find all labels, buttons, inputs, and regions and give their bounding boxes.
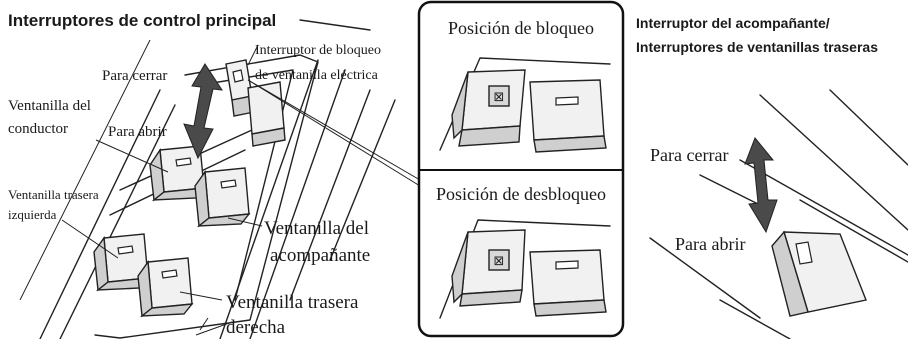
rear-left-window-label-line1: Ventanilla trasera (8, 187, 99, 202)
main-switches-title: Interruptores de control principal (8, 11, 276, 30)
rear-right-window-label-line2: derecha (226, 317, 286, 338)
main-switch-panel-illustration (19, 19, 421, 339)
lock-switch-label-line2: de ventanilla eléctrica (255, 68, 379, 83)
passenger-window-switch-illustration (194, 167, 251, 228)
passenger-window-label-line2: acompañante (270, 245, 370, 266)
lock-position-label: Posición de bloqueo (448, 18, 594, 38)
close-label-left: Para cerrar (102, 68, 167, 84)
passenger-switch-title-line1: Interruptor del acompañante/ (636, 15, 830, 31)
rear-right-window-label-line1: Ventanilla trasera (226, 292, 359, 313)
close-label-right: Para cerrar (650, 145, 728, 165)
open-label-right: Para abrir (675, 234, 745, 254)
unlock-symbol-icon: ⊠ (494, 254, 505, 269)
lock-position-switch-illustration: ⊠ (439, 57, 611, 153)
passenger-switch-illustration (649, 89, 908, 339)
open-close-arrow-icon (183, 63, 223, 160)
unlock-position-label: Posición de desbloqueo (436, 184, 606, 204)
open-close-arrow-icon (744, 137, 778, 234)
lock-symbol-icon: ⊠ (494, 90, 505, 105)
rear-left-window-label-line2: izquierda (8, 207, 57, 222)
passenger-switch-title-line2: Interruptores de ventanillas traseras (636, 39, 878, 55)
open-label-left: Para abrir (108, 124, 167, 140)
driver-window-label-line1: Ventanilla del (8, 98, 91, 114)
lock-switch-label-line1: Interruptor de bloqueo (255, 43, 381, 58)
rear-left-window-switch-illustration (93, 233, 150, 292)
unlock-position-switch-illustration: ⊠ (439, 219, 611, 319)
passenger-window-label-line1: Ventanilla del (264, 218, 369, 239)
lock-switch-illustration (225, 59, 286, 147)
rear-right-window-switch-illustration (137, 257, 194, 318)
driver-window-label-line2: conductor (8, 121, 68, 137)
lock-positions-callout: ⊠ ⊠ (417, 0, 625, 338)
